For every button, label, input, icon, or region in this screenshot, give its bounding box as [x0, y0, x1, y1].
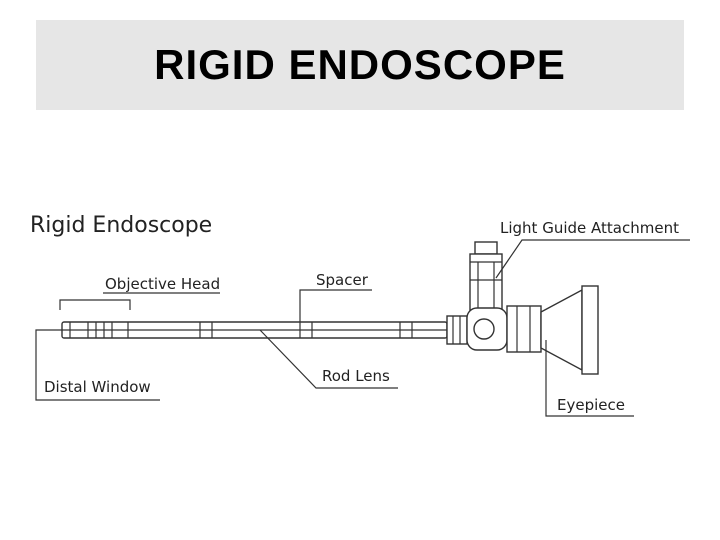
light-guide-leader [495, 239, 690, 279]
rod-lens-leader [259, 329, 398, 389]
title-banner: RIGID ENDOSCOPE [36, 20, 684, 110]
eyepiece-leader [545, 340, 634, 417]
label-distal-window: Distal Window [44, 378, 151, 396]
label-objective-head: Objective Head [105, 275, 220, 293]
eyepiece-cone [540, 285, 599, 375]
slide-title: RIGID ENDOSCOPE [154, 41, 566, 88]
label-eyepiece: Eyepiece [557, 396, 625, 414]
light-guide-post [469, 241, 503, 311]
distal-window-leader [35, 329, 160, 401]
label-light-guide: Light Guide Attachment [500, 219, 679, 237]
objective-head-bracket [59, 299, 131, 310]
label-rod-lens: Rod Lens [322, 367, 390, 385]
label-spacer: Spacer [316, 271, 369, 289]
spacer-leader [299, 289, 372, 322]
endoscope-body [466, 305, 542, 353]
shaft-coupling [446, 315, 468, 345]
diagram-heading: Rigid Endoscope [30, 213, 212, 238]
endoscope-shaft [61, 321, 448, 339]
